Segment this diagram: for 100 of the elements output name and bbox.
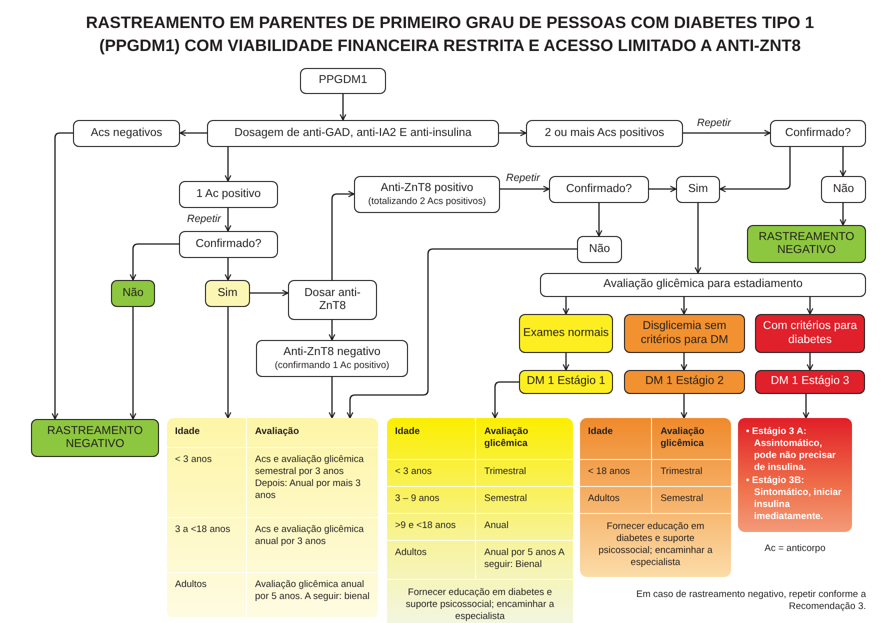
box-label: Não (122, 286, 144, 300)
info-table (387, 418, 573, 623)
table-cell: Adultos (580, 487, 652, 514)
box-label: 1 Ac positivo (196, 188, 261, 202)
edge-label: Repetir (696, 117, 732, 129)
table-cell: Adultos (167, 573, 247, 618)
arrow (680, 297, 688, 315)
box-label: Dosar anti-ZnT8 (303, 286, 362, 314)
box-label: Confirmado? (196, 238, 262, 252)
box-label: RASTREAMENTO NEGATIVO (46, 424, 144, 452)
table-cell: 3 – 9 anos (387, 487, 476, 514)
table-cell: 3 a <18 anos (167, 518, 247, 573)
box-label: Com critérios para diabetes (762, 320, 858, 347)
arrow (328, 377, 336, 419)
box-label: Confirmado? (785, 126, 851, 140)
flow-box (540, 273, 866, 297)
box-label: Disglicemia sem critérios para DM (640, 320, 730, 347)
edge-label: Repetir (186, 213, 222, 225)
bullet-item: • Estágio 3B: Sintomático, iniciar insulina imediatamente. (746, 475, 843, 523)
flow-box (519, 370, 613, 394)
flow-box (519, 314, 613, 353)
box-sublabel: (totalizando 2 Acs positivos) (368, 196, 486, 207)
flow-box (205, 280, 250, 307)
arrow (224, 258, 232, 281)
arrow (224, 307, 232, 419)
arrow (224, 208, 232, 232)
table-cell: Adultos (387, 541, 476, 580)
box-label: Anti-ZnT8 negativo (283, 346, 381, 360)
column-header: Avaliação (247, 418, 378, 448)
info-table (580, 418, 731, 577)
flow-box (526, 120, 683, 147)
flow-box (624, 370, 745, 394)
arrow (649, 186, 677, 192)
column-header: Avaliação glicêmica (652, 418, 731, 460)
box-label: RASTREAMENTO NEGATIVO (758, 230, 856, 258)
flow-box (354, 176, 500, 213)
note-text: Ac = anticorpo (764, 543, 826, 555)
arrow (694, 203, 702, 274)
column-header: Idade (387, 418, 476, 460)
flow-box (111, 280, 155, 307)
arrow (250, 290, 289, 296)
box-label: PPGDM1 (318, 74, 368, 88)
box-label: Anti-ZnT8 positivo (380, 182, 474, 196)
box-label: Exames normais (523, 326, 609, 340)
box-sublabel: (confirmando 1 Ac positivo) (274, 360, 390, 371)
box-label: DM 1 Estágio 1 (526, 375, 606, 389)
box-label: Sim (218, 286, 238, 300)
column-header: Avaliação glicêmica (476, 418, 573, 460)
stage-panel (738, 418, 852, 532)
arrow (562, 297, 570, 315)
arrow (52, 132, 73, 420)
flow-box (676, 176, 720, 203)
table-cell: Trimestral (476, 460, 573, 487)
table-note: Fornecer educação em diabetes e suporte psicossocial; encaminhar a especialista (404, 586, 556, 623)
table-cell: Anual (476, 514, 573, 541)
note-text: Em caso de rastreamento negativo, repetir conforme a Recomendação 3. (635, 589, 866, 613)
arrow (840, 147, 846, 177)
flow-box (256, 340, 408, 377)
box-label: Acs negativos (90, 126, 162, 140)
flow-box (288, 280, 377, 320)
table-cell: < 3 anos (387, 460, 476, 487)
column-header: Idade (580, 418, 652, 460)
table-cell: Acs e avaliação glicêmica anual por 3 anos (247, 518, 378, 573)
info-table (167, 418, 378, 618)
arrow (179, 130, 207, 136)
box-label: 2 ou mais Acs positivos (544, 126, 664, 140)
table-cell: < 3 anos (167, 448, 247, 518)
arrow (840, 203, 846, 226)
box-label: Sim (688, 182, 708, 196)
box-label: DM 1 Estágio 3 (770, 375, 850, 389)
arrow (340, 94, 346, 121)
flow-box (300, 68, 386, 94)
table-cell: Semestral (476, 487, 573, 514)
flow-box (549, 176, 649, 203)
arrow (499, 130, 527, 136)
arrow (562, 353, 570, 371)
edge-label: Repetir (505, 172, 541, 184)
box-label: Dosagem de anti-GAD, anti-IA2 E anti-insulina (234, 126, 472, 140)
arrow (683, 130, 771, 136)
table-cell: Anual por 5 anos A seguir: Bienal (476, 541, 573, 580)
table-cell: Acs e avaliação glicêmica semestral por 3 anos Depois: Anual por mais 3 anos (247, 448, 378, 518)
arrow (596, 203, 602, 237)
flow-box (755, 314, 865, 353)
flow-box (207, 120, 499, 147)
flow-box (624, 314, 745, 353)
box-label: Avaliação glicêmica para estadiamento (603, 278, 803, 292)
table-cell: < 18 anos (580, 460, 652, 487)
arrow (331, 190, 355, 280)
flow-box (755, 370, 865, 394)
diagram-title: RASTREAMENTO EM PARENTES DE PRIMEIRO GRAU DE PESSOAS COM DIABETES TIPO 1 (PPGDM1) COM VIABILIDADE FINANCEIRA RESTRITA E ACESSO LIMITADO A ANTI-ZNT8 (84, 13, 816, 57)
flow-box (577, 236, 622, 263)
table-cell: >9 e <18 anos (387, 514, 476, 541)
arrow (802, 394, 810, 419)
bullet-item: • Estágio 3 A: Assintomático, pode não precisar de insulina. (746, 426, 837, 474)
flow-box (747, 225, 866, 263)
flow-box (821, 176, 866, 203)
flow-box (73, 120, 180, 147)
arrow (492, 381, 519, 419)
box-label: Não (832, 182, 854, 196)
arrow (680, 353, 688, 371)
